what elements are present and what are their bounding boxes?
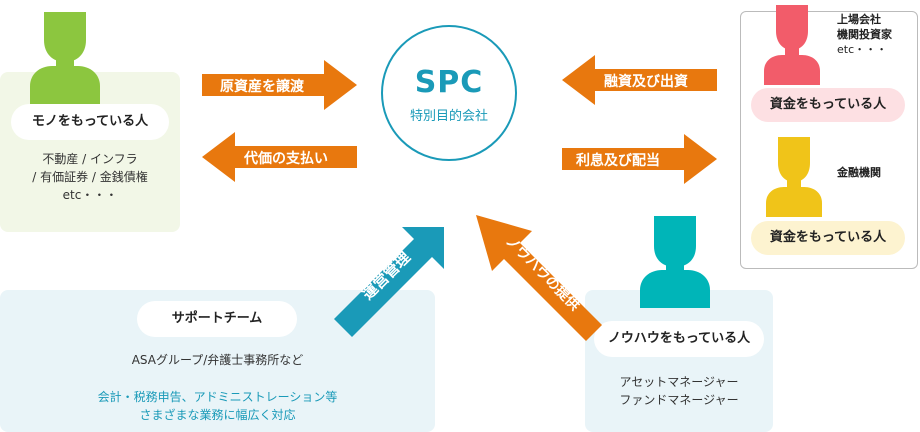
payment-label: 代価の支払い <box>244 151 328 167</box>
investor-top-label: 資金をもっている人 <box>751 88 905 122</box>
spc-subtitle: 特別目的会社 <box>409 109 488 124</box>
knowhow-panel <box>585 290 773 432</box>
investor-bottom-desc: 金融機関 <box>837 166 881 179</box>
knowhow-desc: アセットマネージャー ファンドマネージャー <box>619 375 739 407</box>
bank-person-icon <box>766 137 822 217</box>
investor-person-icon <box>764 5 820 85</box>
management-arrow: 運営管理 <box>334 221 450 337</box>
owner-person-icon <box>30 12 100 104</box>
payment-arrow: 代価の支払い <box>202 132 357 182</box>
transfer-arrow: 原資産を譲渡 <box>202 60 357 110</box>
support-services: 会計・税務申告、アドミニストレーション等 さまざまな業務に幅広く対応 <box>97 390 338 422</box>
dividend-label: 利息及び配当 <box>576 153 660 169</box>
knowhow-person-icon <box>640 216 710 308</box>
investor-bottom-label: 資金をもっている人 <box>751 221 905 255</box>
investor-top-desc: 上場会社 機関投資家 etc・・・ <box>837 13 892 56</box>
dividend-arrow: 利息及び配当 <box>562 134 717 184</box>
owner-desc: 不動産 / インフラ / 有価証券 / 金銭債権 etc・・・ <box>32 152 148 202</box>
knowhow-label: ノウハウをもっている人 <box>594 321 764 357</box>
owner-label: モノをもっている人 <box>11 104 169 140</box>
transfer-label: 原資産を譲渡 <box>220 79 304 95</box>
knowhow-arrow: ノウハウの提供 <box>474 211 604 341</box>
spc-title: SPC <box>414 65 484 100</box>
support-label: サポートチーム <box>137 301 297 337</box>
support-desc: ASAグループ/弁護士事務所など <box>131 353 304 367</box>
spc-circle: SPC 特別目的会社 <box>381 25 517 161</box>
financing-label: 融資及び出資 <box>604 74 688 90</box>
financing-arrow: 融資及び出資 <box>562 55 717 105</box>
